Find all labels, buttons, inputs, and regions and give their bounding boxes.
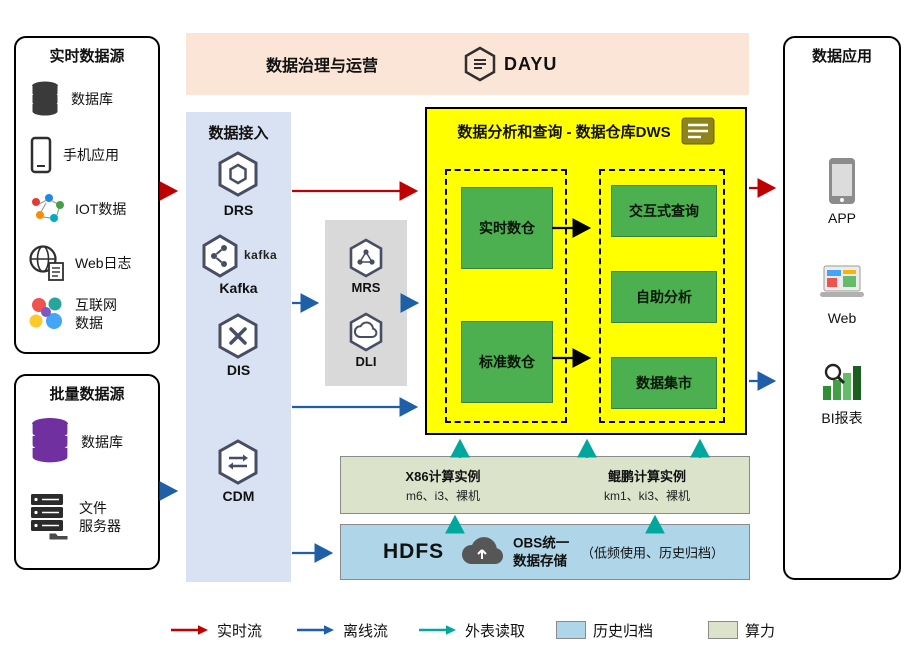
service-group: 交互式查询 自助分析 数据集市 (599, 169, 725, 423)
source-item-web-log: Web日志 (28, 244, 132, 282)
middleware-box: MRS DLI (325, 220, 407, 386)
source-item-label: 互联网 数据 (75, 297, 117, 332)
source-item-label: 手机应用 (63, 146, 119, 163)
bi-chart-icon (819, 360, 865, 402)
source-item-label: Web日志 (75, 254, 132, 271)
web-screen-icon (819, 264, 865, 300)
kafka-logo: kafka (244, 248, 278, 262)
kunpeng-compute-title: 鲲鹏计算实例 (607, 469, 686, 484)
warehouse-group: 实时数仓 标准数仓 (445, 169, 567, 423)
hdfs-label: HDFS (383, 540, 445, 563)
dws-doc-icon (681, 117, 715, 145)
file-server-icon (28, 492, 70, 542)
batch-sources-title: 批量数据源 (49, 386, 125, 403)
legend-offline: 离线流 (296, 618, 388, 642)
realtime-warehouse-box: 实时数仓 (461, 187, 553, 269)
data-apps-title: 数据应用 (811, 48, 872, 65)
source-item-database: 数据库 (28, 80, 113, 118)
realtime-sources-title: 实时数据源 (49, 48, 125, 65)
kafka-label: Kafka (219, 280, 258, 296)
cdm-label: CDM (222, 488, 255, 504)
legend-realtime-arrow (170, 624, 210, 636)
source-item-internet-data: 互联网 数据 (28, 296, 117, 332)
legend-external-arrow (418, 624, 458, 636)
obs-storage-label: OBS统一 数据存储 (513, 535, 570, 568)
batch-item-file-server: 文件 服务器 (28, 492, 121, 542)
batch-item-label: 数据库 (81, 433, 123, 450)
batch-item-database: 数据库 (28, 416, 123, 468)
dis-label: DIS (226, 362, 251, 378)
legend-archive-label: 历史归档 (593, 622, 654, 640)
dws-warehouse-box: 数据分析和查询 - 数据仓库DWS 实时数仓 标准数仓 交互式查询 自助分析 数… (425, 107, 747, 435)
dws-title: 数据分析和查询 - 数据仓库DWS (457, 123, 671, 141)
governance-bar: 数据治理与运营 DAYU (186, 33, 749, 95)
internet-data-icon (28, 296, 66, 332)
obs-storage-note: （低频使用、历史归档） (581, 545, 725, 561)
app-label: APP (827, 210, 856, 226)
data-access-column: 数据接入 DRS kafka Kafka (186, 112, 291, 582)
legend-offline-arrow (296, 624, 336, 636)
phone-icon (28, 136, 54, 174)
legend-archive: 历史归档 (556, 618, 653, 642)
obs-cloud-icon (459, 537, 505, 567)
kunpeng-compute: 鲲鹏计算实例 km1、ki3、裸机 (545, 457, 749, 513)
legend-realtime-label: 实时流 (217, 622, 263, 640)
source-item-mobile-app: 手机应用 (28, 136, 119, 174)
x86-compute-title: X86计算实例 (405, 469, 481, 484)
compute-instances-box: X86计算实例 m6、i3、裸机 鲲鹏计算实例 km1、ki3、裸机 (340, 456, 750, 514)
mrs-label: MRS (351, 280, 381, 295)
cdm-hexagon-icon (216, 438, 260, 486)
x86-compute: X86计算实例 m6、i3、裸机 (341, 457, 545, 513)
legend-offline-label: 离线流 (343, 622, 389, 640)
app-phone-icon (823, 156, 861, 206)
database-purple-icon (28, 416, 72, 468)
legend-external-label: 外表读取 (465, 622, 526, 640)
dli-hexagon-icon (348, 312, 384, 352)
source-item-iot: IOT数据 (28, 192, 126, 226)
legend-compute: 算力 (708, 618, 775, 642)
kunpeng-compute-sub: km1、ki3、裸机 (603, 489, 690, 503)
drs-label: DRS (223, 202, 254, 218)
x86-compute-sub: m6、i3、裸机 (405, 489, 480, 503)
legend-realtime: 实时流 (170, 618, 262, 642)
dayu-logo-icon (464, 46, 496, 82)
data-mart-box: 数据集市 (611, 357, 717, 409)
legend-compute-label: 算力 (745, 622, 776, 640)
dws-title-row: 数据分析和查询 - 数据仓库DWS (427, 117, 745, 145)
globe-log-icon (28, 244, 66, 282)
data-apps-panel: 数据应用 APP Web (783, 36, 901, 580)
dayu-brand: DAYU (464, 46, 557, 82)
database-icon (28, 80, 62, 118)
dli-label: DLI (355, 354, 377, 369)
hdfs-storage-box: HDFS OBS统一 数据存储 （低频使用、历史归档） (340, 524, 750, 580)
drs-hexagon-icon (216, 150, 260, 198)
legend-external: 外表读取 (418, 618, 525, 642)
batch-item-label: 文件 服务器 (79, 499, 121, 534)
source-item-label: IOT数据 (75, 200, 127, 217)
legend-compute-swatch (708, 621, 738, 639)
batch-sources-panel: 批量数据源 数据库 (14, 374, 160, 570)
self-service-analysis-box: 自助分析 (611, 271, 717, 323)
governance-title: 数据治理与运营 (266, 58, 379, 75)
kafka-hexagon-icon (200, 234, 240, 278)
standard-warehouse-box: 标准数仓 (461, 321, 553, 403)
interactive-query-box: 交互式查询 (611, 185, 717, 237)
data-access-title: 数据接入 (208, 125, 269, 142)
web-label: Web (827, 310, 857, 326)
realtime-sources-panel: 实时数据源 数据库 手机应用 (14, 36, 160, 354)
dayu-brand-text: DAYU (504, 53, 558, 74)
source-item-label: 数据库 (71, 90, 113, 107)
bi-report-label: BI报表 (821, 410, 863, 426)
dis-hexagon-icon (216, 312, 260, 360)
iot-logo-icon (28, 192, 66, 226)
mrs-hexagon-icon (348, 238, 384, 278)
legend-archive-swatch (556, 621, 586, 639)
